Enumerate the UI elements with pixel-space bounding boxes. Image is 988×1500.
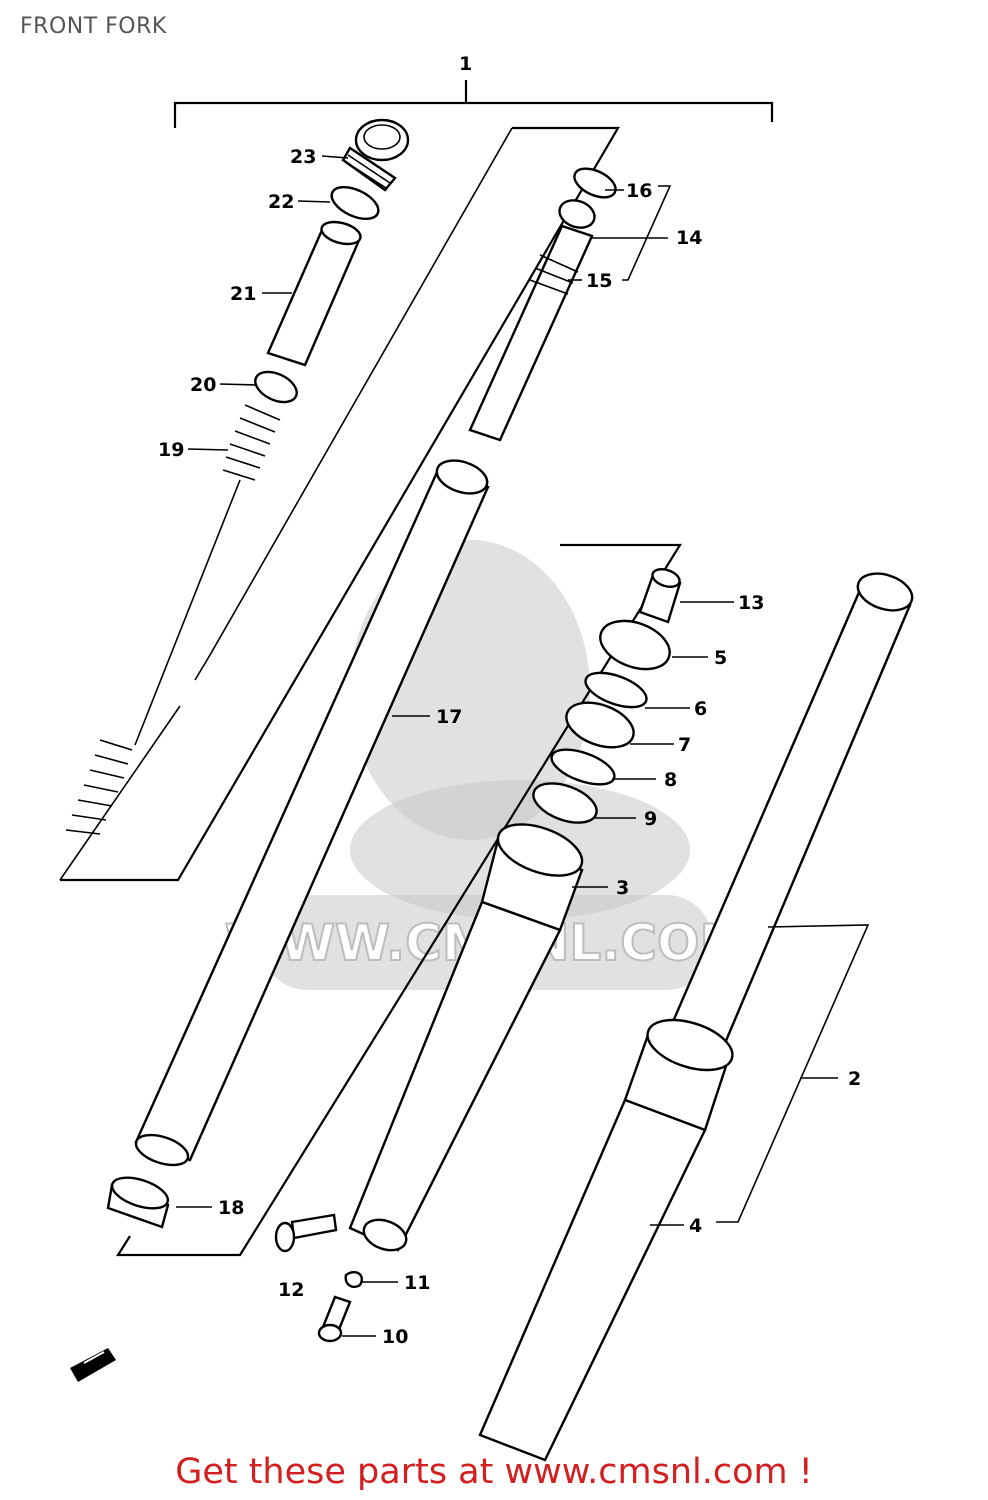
part-9-bushing xyxy=(532,782,598,824)
label-22: 22 xyxy=(268,191,294,213)
part-19-spring xyxy=(65,404,281,835)
diagram-title: FRONT FORK xyxy=(20,14,167,39)
front-direction-arrow-icon xyxy=(70,1348,116,1382)
label-20: 20 xyxy=(190,374,216,396)
part-4-outer-tube-right xyxy=(478,1018,734,1462)
part-2-fork-tube xyxy=(663,572,914,1057)
outer-set-outline xyxy=(116,543,682,1257)
label-9: 9 xyxy=(644,808,657,830)
label-11: 11 xyxy=(404,1272,430,1294)
label-16: 16 xyxy=(626,180,652,202)
part-20-washer xyxy=(254,370,298,404)
part-3-outer-tube-left xyxy=(348,823,584,1252)
label-12: 12 xyxy=(278,1279,304,1301)
part-14-damper-rod xyxy=(468,199,596,442)
part-5-dust-seal xyxy=(599,619,671,671)
part-23-cap-bolt xyxy=(341,118,410,192)
label-17: 17 xyxy=(436,706,462,728)
assembly-bracket-1 xyxy=(173,80,774,128)
part-13-oil-lock-piece xyxy=(638,568,682,624)
part-10-drain-screw xyxy=(317,1295,352,1343)
inner-set-outline-dash xyxy=(59,127,513,881)
label-18: 18 xyxy=(218,1197,244,1219)
label-2: 2 xyxy=(848,1068,861,1090)
label-4: 4 xyxy=(689,1215,702,1237)
part-22-o-ring xyxy=(330,185,380,221)
label-5: 5 xyxy=(714,647,727,669)
footer-link[interactable]: Get these parts at www.cmsnl.com ! xyxy=(175,1452,813,1492)
label-1: 1 xyxy=(459,53,472,75)
label-6: 6 xyxy=(694,698,707,720)
leader-lines xyxy=(176,155,870,1337)
part-11-washer xyxy=(344,1271,363,1288)
label-7: 7 xyxy=(678,734,691,756)
label-14: 14 xyxy=(676,227,702,249)
label-13: 13 xyxy=(738,592,764,614)
part-12-bolt xyxy=(274,1213,338,1253)
part-21-spacer xyxy=(266,220,362,367)
label-19: 19 xyxy=(158,439,184,461)
label-15: 15 xyxy=(586,270,612,292)
part-7-oil-seal xyxy=(565,701,635,749)
label-8: 8 xyxy=(664,769,677,791)
label-21: 21 xyxy=(230,283,256,305)
label-10: 10 xyxy=(382,1326,408,1348)
inner-set-outline xyxy=(60,126,620,882)
part-6-stopper-ring xyxy=(584,671,648,709)
label-3: 3 xyxy=(616,877,629,899)
part-17-inner-tube xyxy=(134,459,490,1167)
part-18-bushing xyxy=(106,1176,170,1229)
label-23: 23 xyxy=(290,146,316,168)
